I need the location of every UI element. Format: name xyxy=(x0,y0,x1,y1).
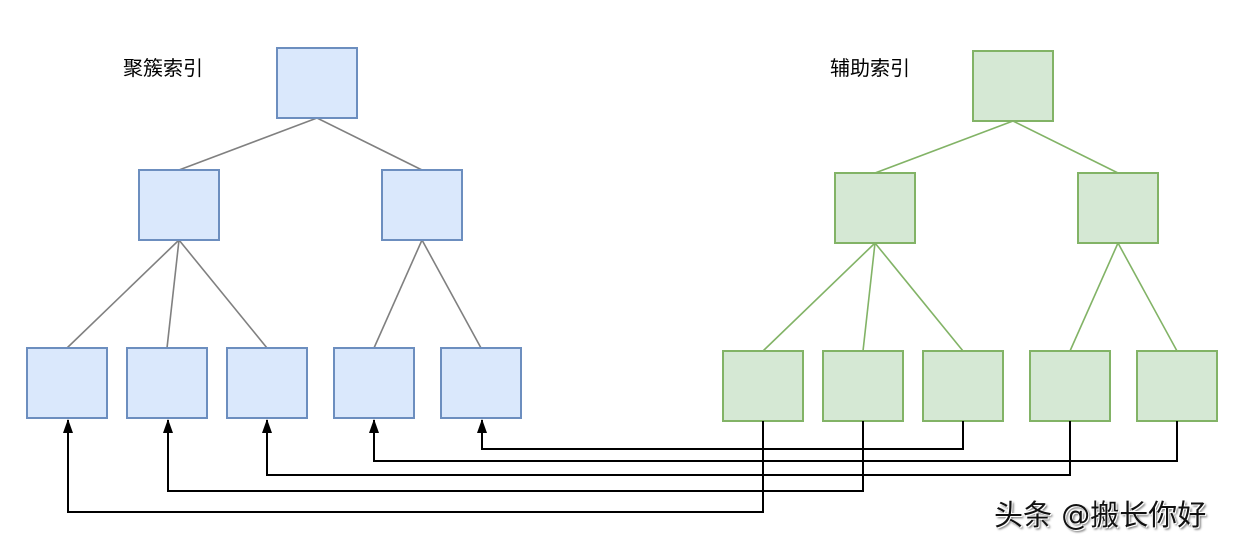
clustered-internal-node xyxy=(138,169,220,241)
secondary-internal-node xyxy=(834,172,916,244)
secondary-leaf-node xyxy=(1136,350,1218,422)
secondary-leaf-node xyxy=(722,350,804,422)
secondary-leaf-node xyxy=(922,350,1004,422)
pointer-arrow xyxy=(477,419,964,450)
clustered-root-node xyxy=(276,47,358,119)
secondary-tree-edges xyxy=(762,120,1178,352)
pointer-arrow xyxy=(369,419,1178,462)
clustered-leaf-node xyxy=(440,347,522,419)
pointer-arrow xyxy=(63,419,764,513)
clustered-leaf-node xyxy=(26,347,108,419)
pointer-arrow xyxy=(262,419,1071,476)
clustered-tree-edges xyxy=(66,117,482,349)
secondary-leaf-node xyxy=(1029,350,1111,422)
clustered-leaf-node xyxy=(333,347,415,419)
secondary-index-label: 辅助索引 xyxy=(830,56,910,80)
clustered-internal-node xyxy=(381,169,463,241)
clustered-index-label: 聚簇索引 xyxy=(123,56,203,80)
secondary-internal-node xyxy=(1077,172,1159,244)
secondary-leaf-node xyxy=(822,350,904,422)
secondary-root-node xyxy=(972,50,1054,122)
clustered-leaf-node xyxy=(226,347,308,419)
clustered-leaf-node xyxy=(126,347,208,419)
pointer-arrow xyxy=(163,419,864,492)
watermark: 头条 @搬长你好 xyxy=(994,498,1207,532)
